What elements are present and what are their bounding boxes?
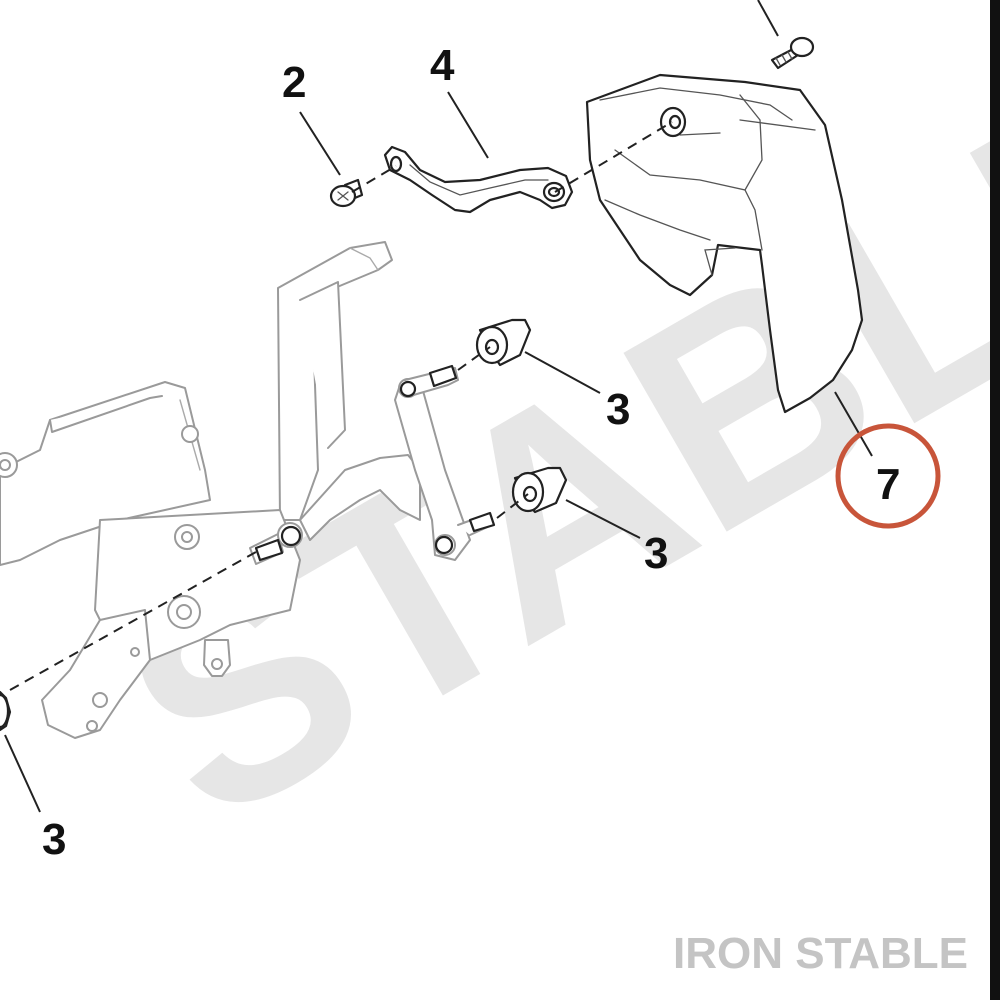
bolt-part-2 (329, 178, 364, 208)
assembly-lines (9, 121, 673, 691)
studs (254, 364, 496, 562)
cover-part-7 (585, 73, 864, 414)
brand-label: IRON STABLE (673, 929, 968, 978)
watermark-text: STABLE (73, 6, 1000, 886)
watermark: STABLE (73, 6, 1000, 886)
leader-lines (4, 91, 873, 813)
callout-grommet-upper: 3 (606, 385, 630, 434)
frame-assembly-faded (0, 241, 493, 739)
grommet-lower (0, 690, 12, 732)
grommet-middle (511, 466, 568, 514)
grommet-upper (475, 318, 532, 367)
frame-right-border (990, 0, 1000, 1000)
callout-grommet-lower: 3 (42, 815, 66, 864)
bracket-part-4 (383, 145, 574, 214)
callout-cover: 7 (876, 460, 900, 509)
callout-bracket: 4 (430, 41, 455, 90)
highlight-circle (835, 423, 941, 529)
callout-bolt: 2 (282, 58, 306, 107)
callout-grommet-middle: 3 (644, 529, 668, 578)
screw-top-right (757, 0, 815, 70)
